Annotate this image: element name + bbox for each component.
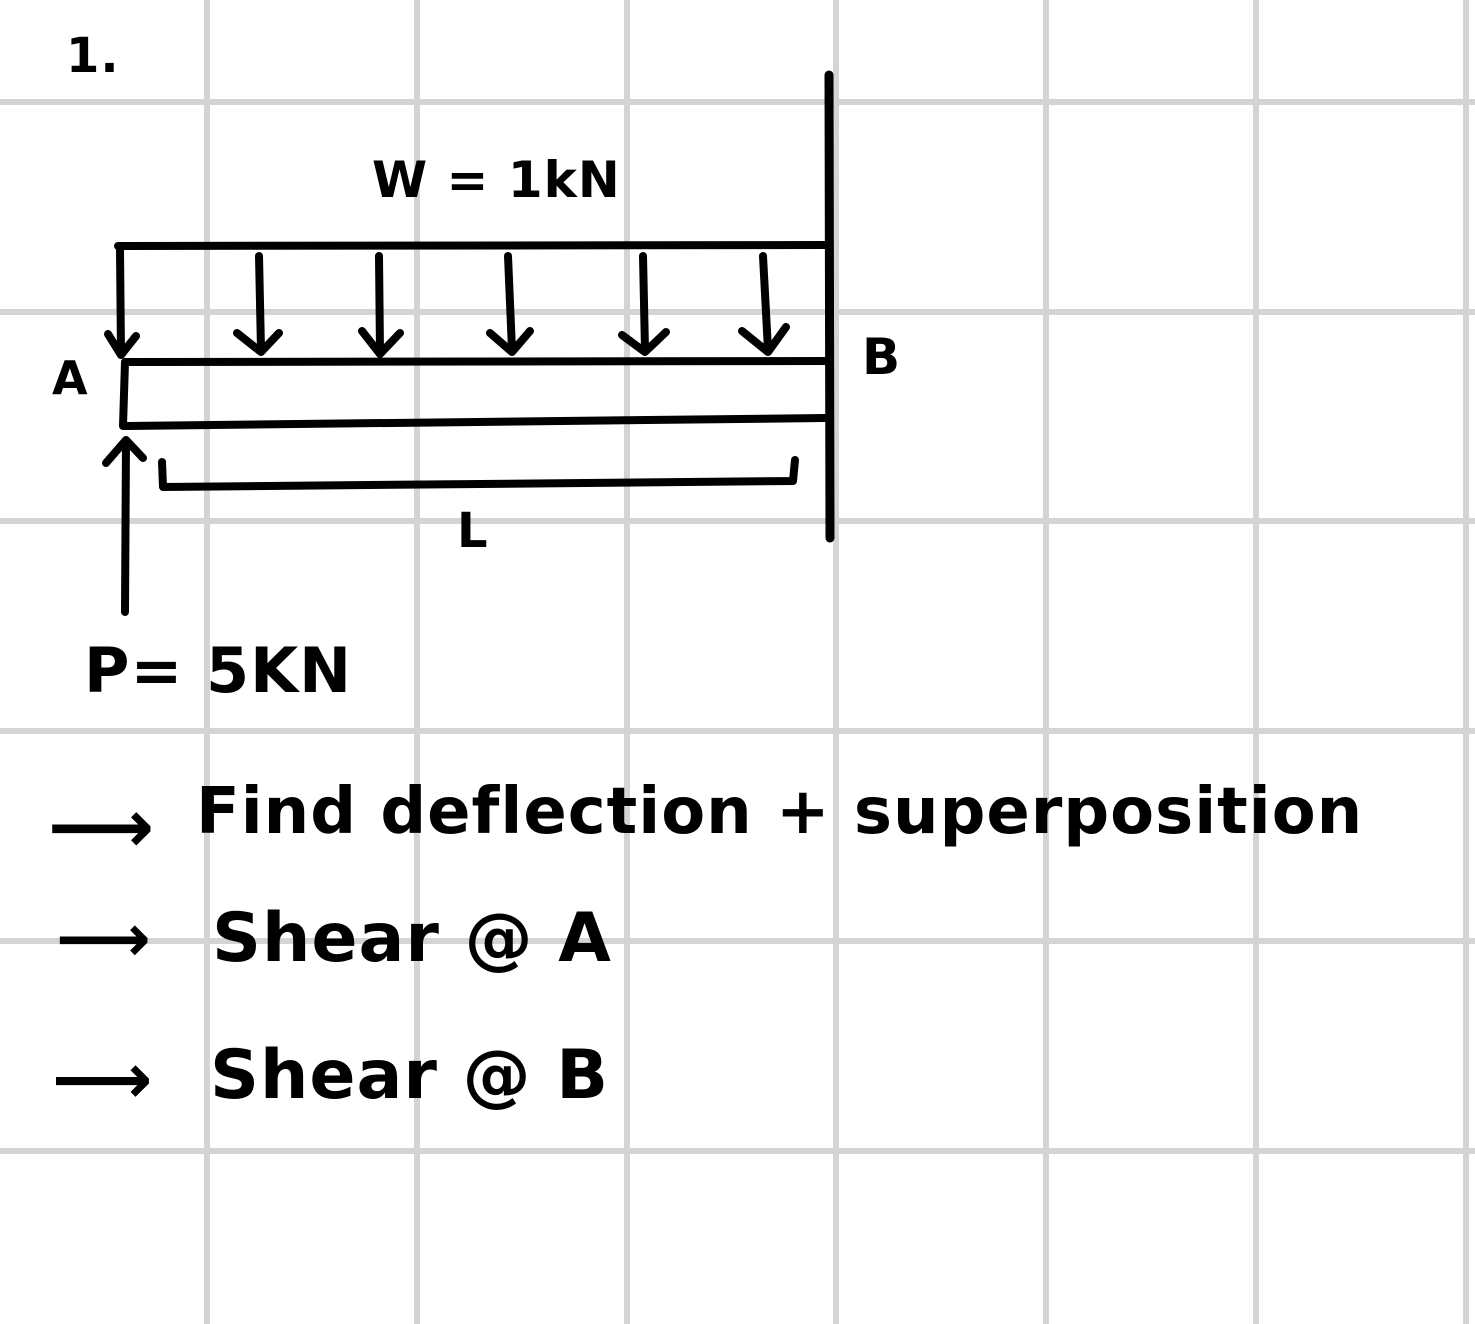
beam [119,357,830,430]
distributed-load-arrows [104,246,790,359]
point-load-arrow [102,436,147,616]
load-arrow-3 [358,252,404,358]
load-arrow-1 [104,246,140,359]
task-2-text: Shear @ A [212,899,612,978]
fixed-wall-support [824,70,835,543]
task-1-text: Find deflection + superposition [196,775,1364,849]
task-2-arrow: ⟶ [56,900,152,977]
load-arrow-5 [618,252,670,356]
problem-number: 1. [66,28,120,84]
task-3-arrow: ⟶ [52,1038,154,1120]
task-1-arrow: ⟶ [48,784,156,870]
support-a-label: A [52,351,89,405]
span-dimension-bracket [158,456,799,491]
span-length-label: L [457,503,489,559]
load-arrow-6 [738,252,790,356]
support-b-label: B [862,328,902,386]
load-arrow-2 [233,252,283,356]
task-3-text: Shear @ B [210,1036,610,1115]
distributed-load-top-line [114,241,832,250]
point-load-label: P= 5KN [84,634,353,707]
load-arrow-4 [486,252,534,356]
distributed-load-label: W = 1kN [372,151,621,209]
